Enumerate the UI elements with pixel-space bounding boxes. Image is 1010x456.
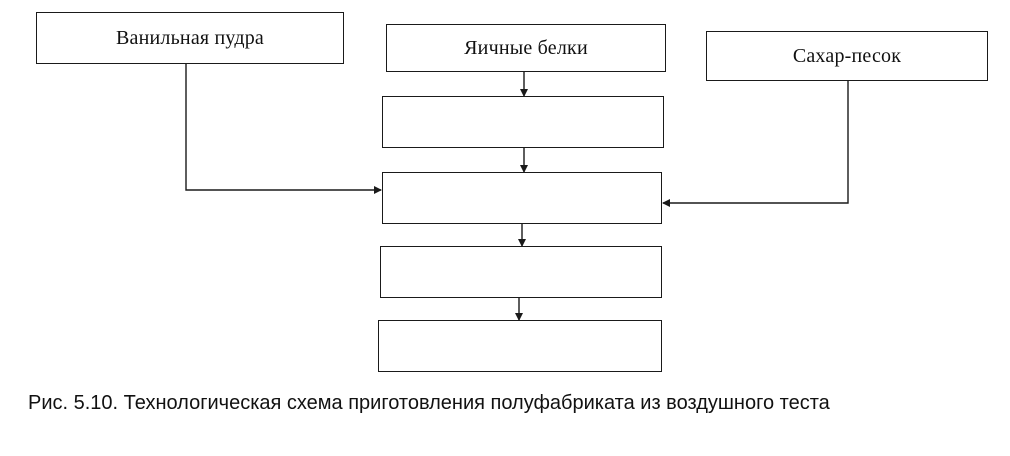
input-egg-whites-label: Яичные белки xyxy=(464,36,588,59)
input-egg-whites-box: Яичные белки xyxy=(386,24,666,72)
step-2-box xyxy=(382,172,662,224)
arrow-sugar-to-step2 xyxy=(662,81,849,207)
input-vanilla-label: Ванильная пудра xyxy=(116,26,264,49)
arrow-vanilla-to-step2 xyxy=(185,64,382,194)
step-3-box xyxy=(380,246,662,298)
input-sugar-box: Сахар-песок xyxy=(706,31,988,81)
input-sugar-label: Сахар-песок xyxy=(792,44,902,67)
step-1-box xyxy=(382,96,664,148)
figure-caption: Рис. 5.10. Технологическая схема пригото… xyxy=(28,392,830,414)
step-4-box xyxy=(378,320,662,372)
input-vanilla-box: Ванильная пудра xyxy=(36,12,344,64)
